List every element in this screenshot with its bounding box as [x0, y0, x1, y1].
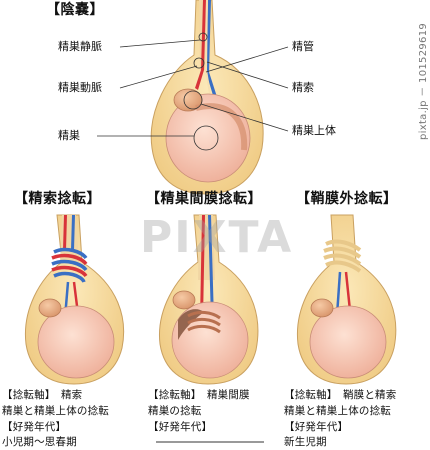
- mesorchial-torsion-axis: 【捻転軸】 精巣間膜: [148, 389, 250, 401]
- normal-testis: [165, 93, 251, 183]
- mesorchial-torsion-desc: 精巣の捻転: [148, 405, 202, 417]
- cord-torsion-age-label: 【好発年代】: [2, 421, 67, 433]
- normal-vas: [205, 0, 212, 100]
- top-title: 【陰嚢】: [46, 2, 104, 18]
- cord-torsion-age: 小児期～思春期: [2, 436, 77, 448]
- extravaginal-torsion-scrotum: [296, 214, 397, 385]
- label-testis: 精巣: [58, 129, 80, 142]
- normal-vein: [206, 0, 218, 102]
- cord-torsion-scrotum: [24, 214, 125, 385]
- mesorchial-torsion-age-label: 【好発年代】: [148, 421, 213, 433]
- label-vas-deferens: 精管: [292, 40, 314, 53]
- label-testicular-vein: 精巣静脈: [58, 40, 102, 53]
- heading-extravaginal-torsion: 【鞘膜外捻転】: [296, 191, 398, 207]
- side-credit: pixta.jp － 101529619: [418, 22, 429, 140]
- label-testicular-artery: 精巣動脈: [58, 81, 102, 94]
- normal-artery: [195, 0, 206, 90]
- extravaginal-torsion-age: 新生児期: [284, 436, 327, 448]
- mesorchial-torsion-scrotum: [158, 214, 259, 385]
- cord-torsion-axis: 【捻転軸】 精索: [2, 389, 83, 401]
- normal-scrotum: [97, 0, 289, 195]
- extravaginal-torsion-axis: 【捻転軸】 鞘膜と精索: [284, 389, 397, 401]
- cord-torsion-desc: 精巣と精巣上体の捻転: [2, 405, 109, 417]
- extravaginal-torsion-desc: 精巣と精巣上体の捻転: [284, 405, 391, 417]
- label-epididymis: 精巣上体: [292, 124, 336, 137]
- watermark: PIXTA: [140, 212, 294, 263]
- heading-mesorchial-torsion: 【精巣間膜捻転】: [146, 191, 262, 207]
- heading-cord-torsion: 【精索捻転】: [14, 191, 101, 207]
- extravaginal-torsion-age-label: 【好発年代】: [284, 421, 349, 433]
- label-spermatic-cord: 精索: [292, 81, 314, 94]
